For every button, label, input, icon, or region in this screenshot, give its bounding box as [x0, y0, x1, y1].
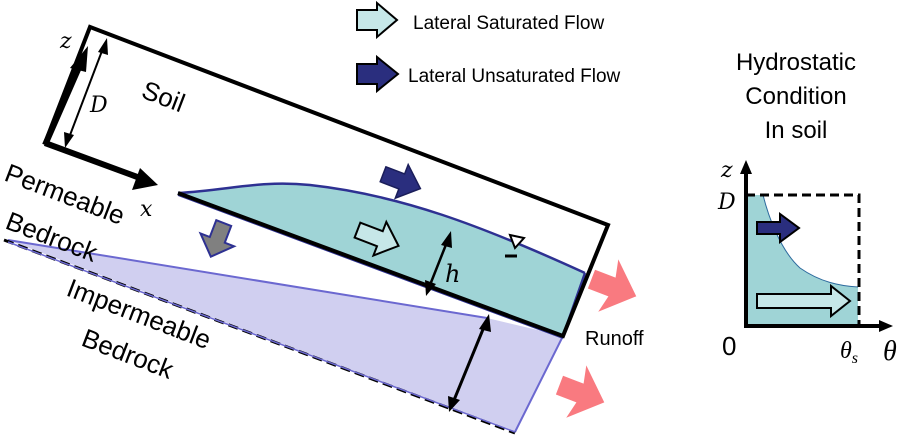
- z-axis-label: z: [59, 29, 72, 54]
- bedrock-arrow-top: [479, 314, 491, 332]
- bedrock-arrow-bottom: [448, 396, 460, 412]
- impermeable-boundary-edge: [7, 241, 516, 433]
- hydrostatic-inset: Hydrostatic Condition In soil z D 0 θs θ: [717, 49, 897, 367]
- x-axis-arrowhead: [132, 168, 158, 190]
- legend: Lateral Saturated Flow Lateral Unsaturat…: [356, 0, 621, 94]
- inset-title-line-3: In soil: [765, 117, 828, 144]
- z-axis-arrowhead: [70, 46, 88, 72]
- depth-dimension-line: [66, 42, 106, 144]
- runoff-arrow-lower: [555, 365, 605, 418]
- inset-saturation-bound: [746, 193, 861, 325]
- bedrock-top-edge: [7, 239, 488, 319]
- inset-title-line-1: Hydrostatic: [736, 49, 856, 76]
- percolation-arrow: [198, 218, 237, 258]
- x-axis-label: x: [140, 197, 153, 222]
- h-arrow-top: [441, 231, 452, 248]
- water-table-symbol-icon: [505, 233, 526, 258]
- unsaturated-flow-arrow: [379, 162, 422, 200]
- impermeable-bedrock-region: [8, 240, 563, 432]
- water-table-line: [177, 182, 586, 275]
- legend-unsaturated-label: Lateral Unsaturated Flow: [408, 66, 621, 87]
- depth-arrow-top: [98, 38, 108, 55]
- inset-theta-axis-label: θ: [883, 336, 897, 367]
- depth-arrow-bottom: [64, 132, 74, 148]
- inset-theta-arrowhead: [879, 320, 893, 332]
- inset-unsaturated-arrow-icon: [756, 212, 801, 244]
- z-axis: [42, 63, 83, 147]
- inset-z-arrowhead: [740, 160, 752, 174]
- legend-saturated-label: Lateral Saturated Flow: [413, 13, 604, 34]
- inset-z-label: z: [720, 158, 733, 183]
- inset-profile-curve: [762, 194, 859, 288]
- runoff-arrow-upper: [587, 259, 637, 312]
- water-height-label: h: [445, 260, 460, 288]
- inset-theta-s-label: θs: [840, 338, 858, 367]
- legend-saturated-arrow-icon: [356, 0, 399, 40]
- bedrock-right-edge: [514, 335, 564, 433]
- saturated-flow-arrow: [353, 219, 400, 258]
- saturated-zone: [178, 183, 585, 336]
- inset-title-line-2: Condition: [745, 83, 846, 110]
- legend-unsaturated-arrow-icon: [356, 54, 400, 94]
- h-arrow-bottom: [425, 280, 436, 296]
- runoff-label: Runoff: [585, 328, 644, 350]
- bedrock-thickness-dimension-line: [450, 321, 488, 406]
- inset-d-tick-label: D: [717, 190, 736, 215]
- soil-label: Soil: [138, 75, 189, 119]
- inset-origin-label: 0: [722, 331, 736, 361]
- x-axis: [43, 140, 142, 181]
- depth-label: D: [89, 93, 108, 118]
- inset-saturated-arrow-icon: [756, 283, 852, 319]
